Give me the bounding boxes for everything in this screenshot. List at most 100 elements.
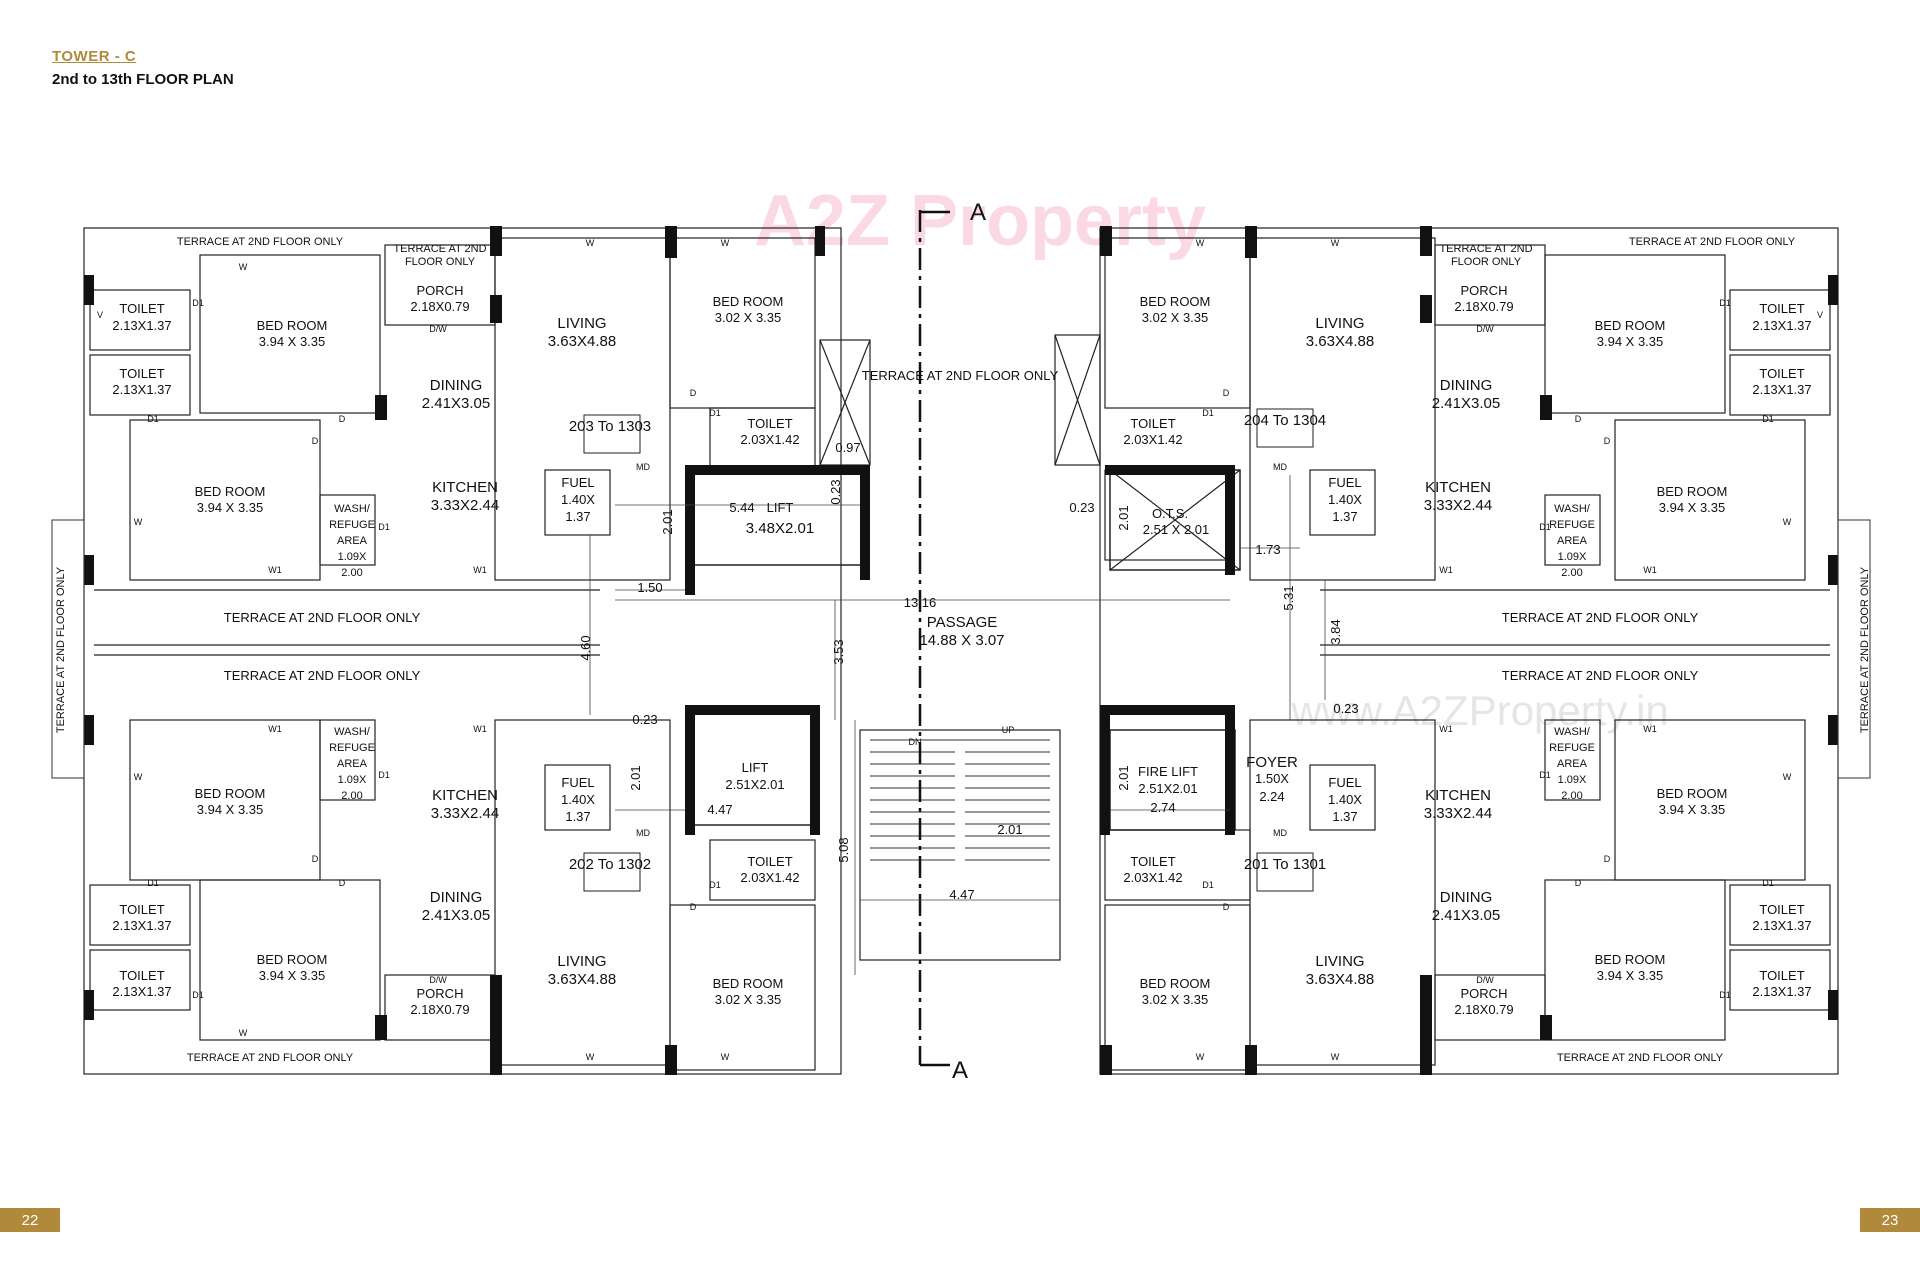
room-name: LIVING (1315, 953, 1364, 970)
room-name: WASH/ (334, 503, 371, 515)
dimension-label: 3.84 (1328, 619, 1343, 644)
terrace-label: TERRACE AT 2ND FLOOR ONLY (177, 236, 344, 248)
door-mark: D (1223, 388, 1230, 398)
window-mark: W (239, 1028, 248, 1038)
room-name: TOILET (1130, 416, 1175, 431)
room-name: BED ROOM (713, 976, 784, 991)
room-name: BED ROOM (195, 786, 266, 801)
room-name: TOILET (747, 416, 792, 431)
room-dimension: 2.13X1.37 (1752, 918, 1811, 933)
room-name: TOILET (1759, 968, 1804, 983)
room-name: TOILET (119, 968, 164, 983)
door-mark: MD (1273, 462, 1287, 472)
window-mark: W (586, 1052, 595, 1062)
room-dimension: 2.41X3.05 (1432, 907, 1500, 924)
room-dimension: 1.37 (1332, 509, 1357, 524)
room-dimension: 2.18X0.79 (1454, 299, 1513, 314)
room-dimension: 2.13X1.37 (112, 918, 171, 933)
dimension-label: 4.47 (949, 887, 974, 902)
window-mark: W1 (473, 565, 487, 575)
room-dimension: 1.40X (1328, 492, 1362, 507)
room-dimension: 3.94 X 3.35 (259, 334, 326, 349)
door-mark: D1 (147, 414, 159, 424)
room-name: BED ROOM (1140, 294, 1211, 309)
door-mark: D1 (1719, 990, 1731, 1000)
door-window-mark: D/W (1476, 975, 1494, 985)
room-name: FUEL (1328, 775, 1361, 790)
room-name: TOILET (747, 854, 792, 869)
room-name: TOILET (1130, 854, 1175, 869)
room-name: LIFT (742, 760, 769, 775)
door-mark: D (1604, 436, 1611, 446)
page-number-left: 22 (0, 1208, 60, 1232)
room-dimension: 2.00 (1561, 567, 1582, 579)
room-dimension: 2.13X1.37 (112, 382, 171, 397)
terrace-label: TERRACE AT 2ND FLOOR ONLY (1502, 610, 1699, 625)
room-dimension: 1.37 (1332, 809, 1357, 824)
room-name: REFUGE (1549, 519, 1595, 531)
room-dimension: 1.09X (338, 551, 367, 563)
room-dimension: 3.94 X 3.35 (197, 500, 264, 515)
room-name: BED ROOM (257, 952, 328, 967)
room-name: BED ROOM (257, 318, 328, 333)
room-name: TOILET (1759, 366, 1804, 381)
dimension-label: 2.01 (660, 509, 675, 534)
door-mark: D1 (709, 880, 721, 890)
terrace-label: TERRACE AT 2ND FLOOR ONLY (1502, 668, 1699, 683)
terrace-label: TERRACE AT 2ND FLOOR ONLY (224, 668, 421, 683)
window-mark: W (721, 238, 730, 248)
room-dimension: 2.00 (341, 790, 362, 802)
room-dimension: 2.18X0.79 (410, 1002, 469, 1017)
terrace-label: TERRACE AT 2ND FLOOR ONLY (1859, 566, 1871, 733)
room-name: PORCH (417, 986, 464, 1001)
dimension-label: 0.23 (1333, 701, 1358, 716)
room-dimension: 3.63X4.88 (1306, 333, 1374, 350)
stair-down-label: DN (909, 737, 922, 747)
terrace-label: TERRACE AT 2ND FLOOR ONLY (1629, 236, 1796, 248)
room-name: PORCH (1461, 986, 1508, 1001)
room-name: WASH/ (334, 726, 371, 738)
room-name: AREA (337, 758, 368, 770)
door-mark: D (312, 854, 319, 864)
terrace-label: TERRACE AT 2ND FLOOR ONLY (224, 610, 421, 625)
terrace-label: TERRACE AT 2ND FLOOR ONLY (862, 368, 1059, 383)
room-name: KITCHEN (1425, 787, 1491, 804)
window-mark: W (239, 262, 248, 272)
room-name: BED ROOM (1140, 976, 1211, 991)
room-dimension: 2.03X1.42 (1123, 870, 1182, 885)
room-dimension: 1.40X (561, 792, 595, 807)
room-dimension: 3.94 X 3.35 (1597, 334, 1664, 349)
room-name: AREA (1557, 758, 1588, 770)
terrace-label: TERRACE AT 2ND (393, 243, 486, 255)
watermark-logo: A2Z Property (754, 181, 1206, 261)
room-dimension: 2.51X2.01 (1138, 781, 1197, 796)
terrace-label: FLOOR ONLY (1451, 256, 1522, 268)
door-window-mark: D/W (429, 324, 447, 334)
room-dimension: 2.51X2.01 (725, 777, 784, 792)
room-name: REFUGE (329, 519, 375, 531)
room-dimension: 3.33X2.44 (431, 497, 499, 514)
room-dimension: 2.41X3.05 (422, 907, 490, 924)
room-name: KITCHEN (432, 479, 498, 496)
room-name: AREA (1557, 535, 1588, 547)
door-mark: D (339, 878, 346, 888)
window-mark: W (134, 772, 143, 782)
window-mark: W (1331, 1052, 1340, 1062)
room-name: LIVING (1315, 315, 1364, 332)
room-dimension: 3.63X4.88 (548, 971, 616, 988)
room-dimension: 3.33X2.44 (1424, 805, 1492, 822)
window-mark: W1 (1439, 565, 1453, 575)
door-mark: D1 (1539, 522, 1551, 532)
room-dimension: 1.37 (565, 809, 590, 824)
room-name: BED ROOM (1657, 786, 1728, 801)
door-mark: MD (636, 462, 650, 472)
dimension-label: 2.01 (628, 765, 643, 790)
room-dimension: 2.13X1.37 (1752, 318, 1811, 333)
room-dimension: 1.09X (338, 774, 367, 786)
room-dimension: 3.02 X 3.35 (1142, 992, 1209, 1007)
room-dimension: 1.40X (561, 492, 595, 507)
door-mark: D (1575, 414, 1582, 424)
room-name: TOILET (1759, 301, 1804, 316)
dimension-label: 2.01 (997, 822, 1022, 837)
room-dimension: 3.02 X 3.35 (715, 310, 782, 325)
